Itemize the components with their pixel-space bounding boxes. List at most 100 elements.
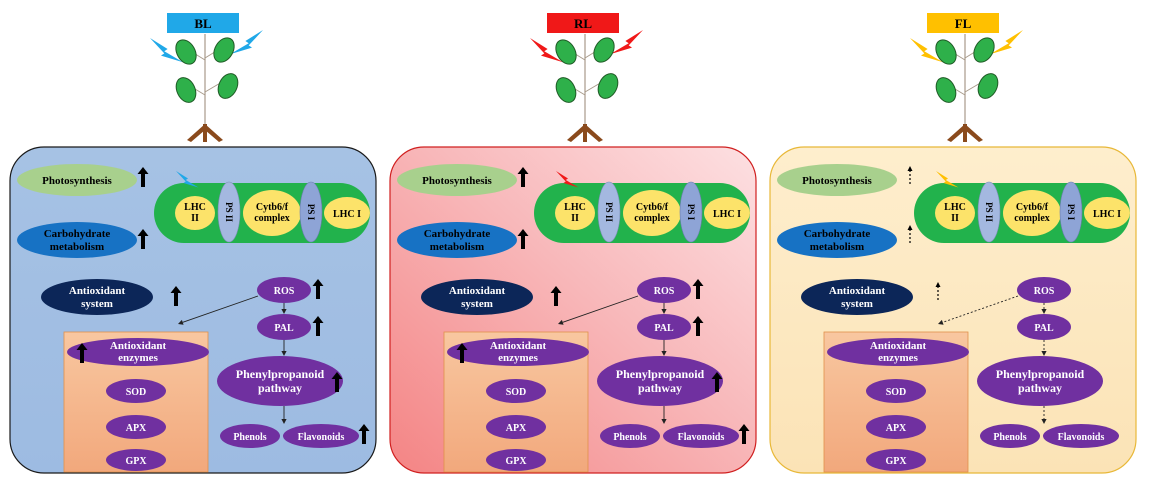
carbohydrate-node [397,222,517,258]
lhc-i [704,197,750,229]
photosynthesis-label: Photosynthesis [42,175,112,187]
lhc-ii-label-1: LHC [564,202,586,213]
cytb6f-label-2: complex [254,213,290,224]
cytb6f-label-1: Cytb6/f [256,202,289,213]
apx-label: APX [886,423,907,434]
ros-to-enzymes-arrow [558,295,639,325]
lightning-right-icon [990,30,1023,55]
phenols-node [600,424,660,448]
leaf-3 [555,77,577,103]
photosynthesis-up-arrow [517,167,529,187]
antioxidant-enzymes-label-2: enzymes [498,352,538,364]
ros-label: ROS [274,286,295,297]
antioxidant-enzymes-label-1: Antioxidant [870,340,927,352]
root-icon [947,124,983,142]
light-label-banner [547,13,619,33]
ros-label: ROS [1034,286,1055,297]
photosystem-light-icon [556,171,579,188]
antioxidant-system-node [41,279,153,315]
lhc-ii [175,196,215,230]
gpx-label: GPX [885,456,907,467]
photosynthesis-node [777,164,897,196]
photosynthesis-dotted-arrow [907,166,913,186]
ros-label: ROS [654,286,675,297]
phenols-label: Phenols [993,432,1026,443]
photosynthesis-node [17,164,137,196]
phenols-node [220,424,280,448]
ps-ii-label: PS II [224,202,234,222]
ros-up-arrow [692,279,704,299]
phenylpropanoid-up-arrow [331,372,343,392]
pal-up-arrow [312,316,324,336]
phenols-node [980,424,1040,448]
carbohydrate-label-1: Carbohydrate [44,228,111,240]
plant-illustration: RL [530,13,643,142]
ros-node [637,277,691,303]
cytb6f-complex [1003,190,1061,236]
leaf-2 [593,37,615,63]
lightning-left-icon [530,38,563,63]
sod-node [866,379,926,403]
cytb6f-label-2: complex [1014,213,1050,224]
ps-i [1059,181,1083,243]
phenylpropanoid-node [597,356,723,406]
photosystem-light-icon [936,171,959,188]
gpx-label: GPX [505,456,527,467]
phenylpropanoid-label-1: Phenylpropanoid [996,367,1085,381]
apx-label: APX [126,423,147,434]
photosynthesis-node [397,164,517,196]
apx-node [866,415,926,439]
carbohydrate-node [17,222,137,258]
ps-i [299,181,323,243]
leaf-2 [973,37,995,63]
photosystem-light-icon [176,171,199,188]
antioxidant-system-label-1: Antioxidant [69,285,126,297]
leaf-3 [175,77,197,103]
light-label-banner [927,13,999,33]
antioxidant-enzymes-node [67,338,209,366]
antioxidant-system-label-1: Antioxidant [449,285,506,297]
ros-to-pal-arrow [1041,303,1047,314]
light-label: BL [194,16,212,31]
antioxidant-system-label-1: Antioxidant [829,285,886,297]
apx-label: APX [506,423,527,434]
antioxidant-system-label-2: system [81,298,113,310]
gpx-node [486,449,546,471]
photosynthesis-label: Photosynthesis [422,175,492,187]
antioxidant-enzymes-node [827,338,969,366]
pal-to-pathway-arrow [281,340,287,356]
carbohydrate-label-2: metabolism [50,241,104,253]
carbohydrate-label-1: Carbohydrate [424,228,491,240]
plant-illustration: BL [150,13,263,142]
antioxidant-system-label-2: system [461,298,493,310]
lhc-ii [555,196,595,230]
lhc-ii-label-1: LHC [944,202,966,213]
root-icon [567,124,603,142]
flavonoids-label: Flavonoids [1058,432,1105,443]
ps-ii [977,181,1001,243]
antioxidant-enzymes-label-1: Antioxidant [490,340,547,352]
pal-up-arrow [692,316,704,336]
lhc-i [1084,197,1130,229]
sod-label: SOD [886,387,907,398]
lightning-left-icon [910,38,943,63]
carbohydrate-label-2: metabolism [810,241,864,253]
pal-label: PAL [1034,323,1054,334]
carbohydrate-node [777,222,897,258]
lhc-i [324,197,370,229]
antioxidant-enzymes-label-2: enzymes [118,352,158,364]
ros-to-pal-arrow [661,303,667,314]
flavonoids-label: Flavonoids [298,432,345,443]
ps-i-label: PS I [306,204,316,221]
antioxidant-system-up-arrow [170,286,182,306]
light-label: FL [955,16,972,31]
ros-node [257,277,311,303]
leaf-3 [935,77,957,103]
phenylpropanoid-up-arrow [711,372,723,392]
phenylpropanoid-label-2: pathway [638,381,682,395]
